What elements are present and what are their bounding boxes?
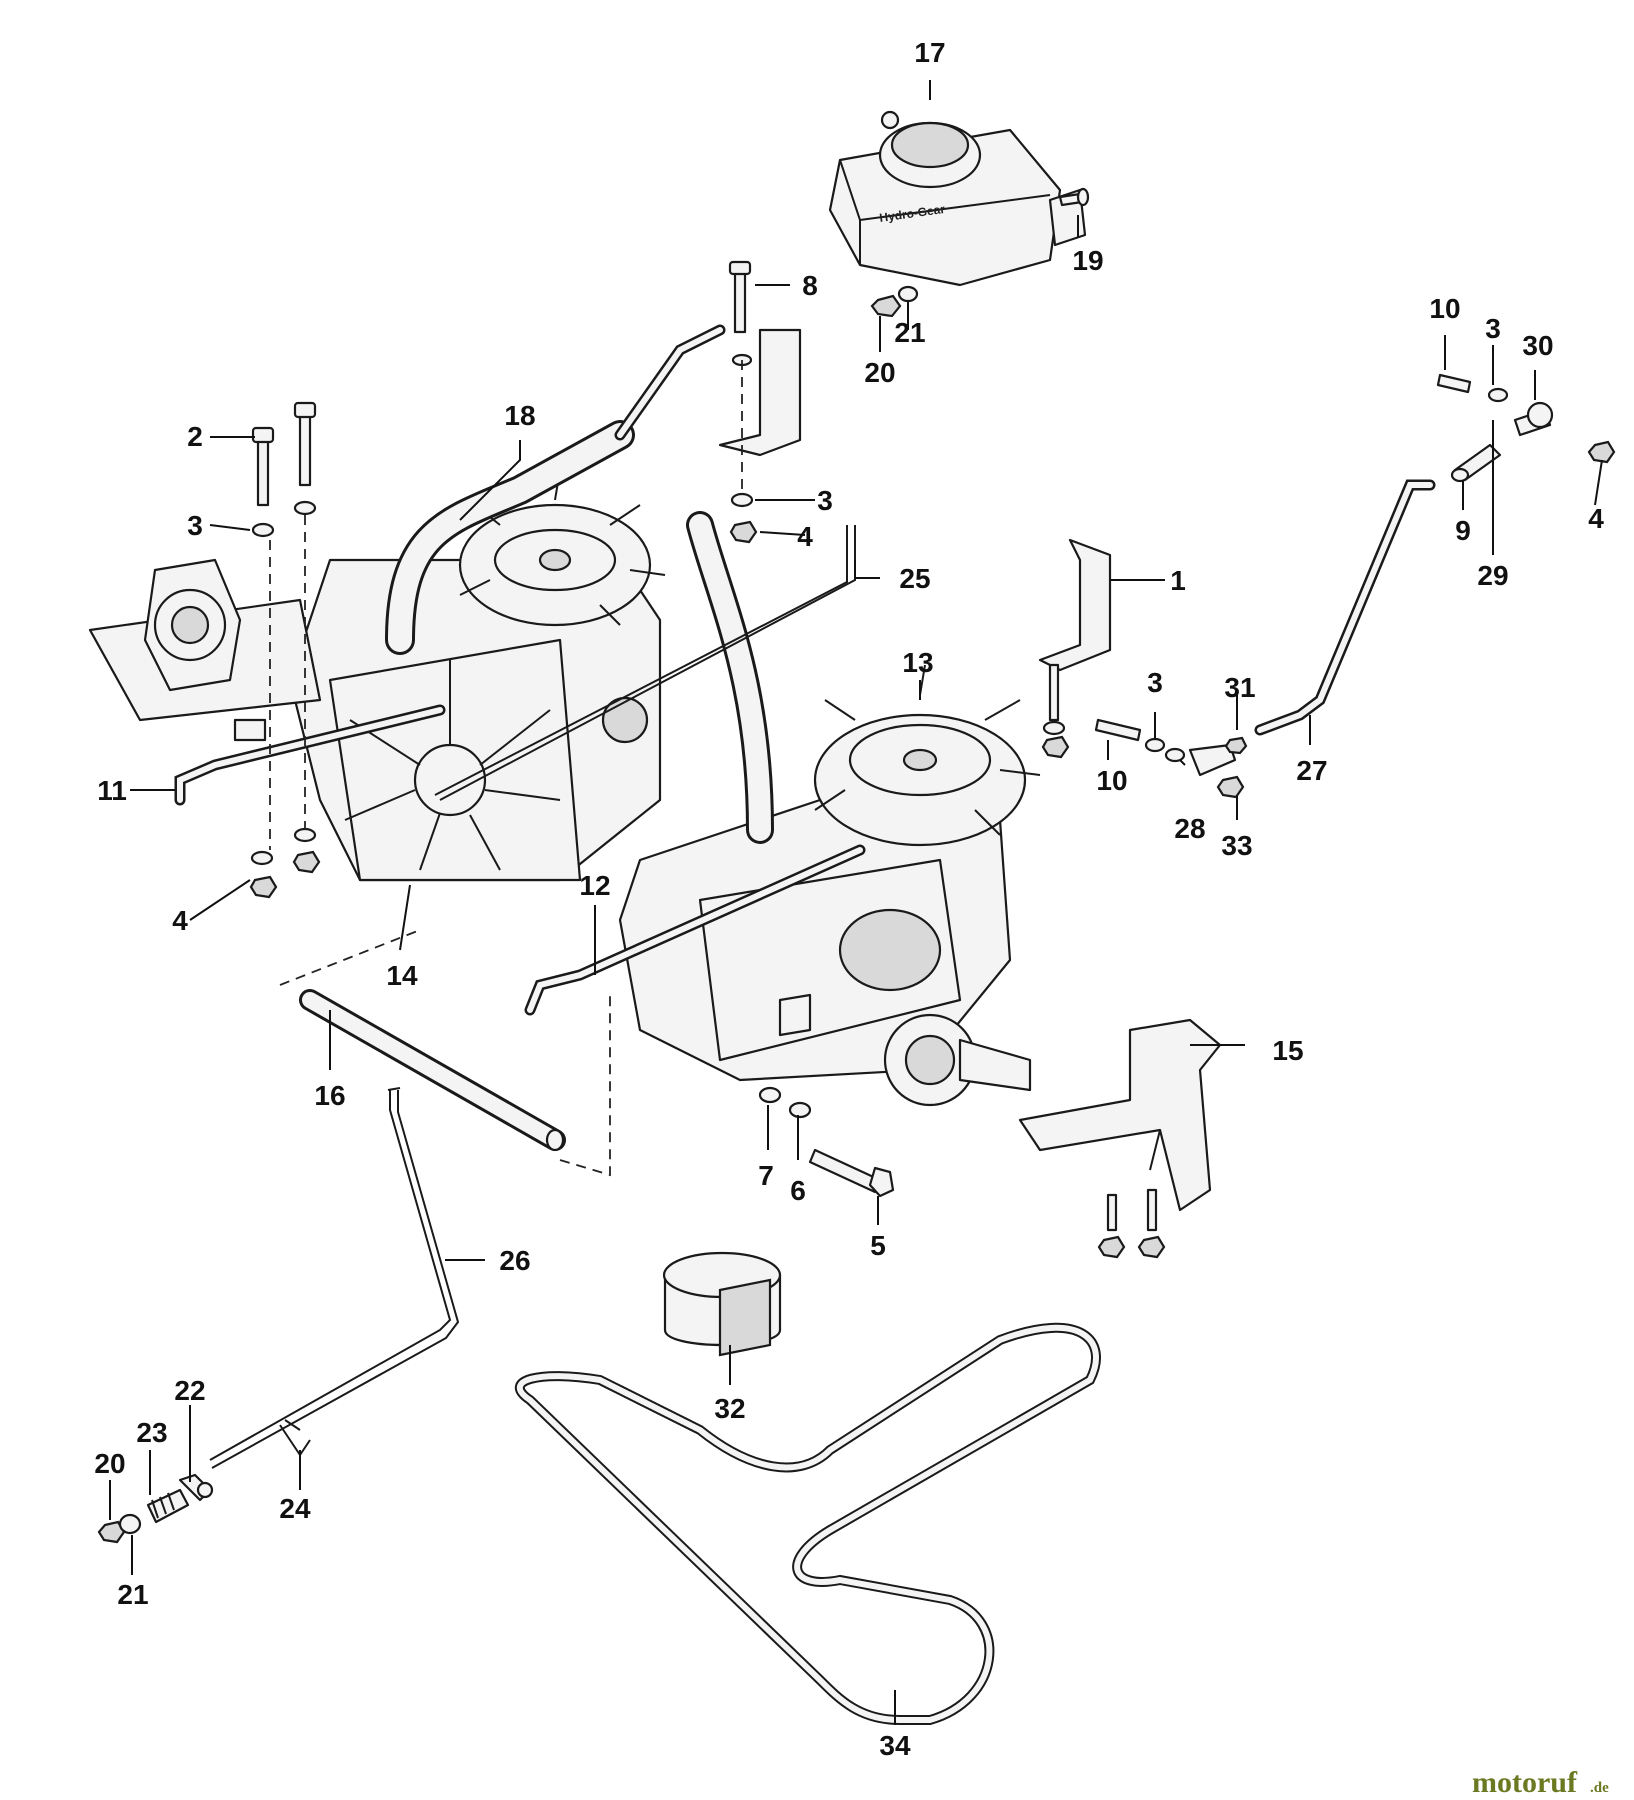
callout-23: 23 — [136, 1417, 167, 1448]
callout-5: 5 — [870, 1230, 886, 1261]
oil-filter — [662, 1251, 782, 1357]
callout-21: 21 — [894, 317, 925, 348]
dashed-lines — [269, 360, 743, 1177]
callout-32: 32 — [714, 1393, 745, 1424]
callout-2: 2 — [187, 421, 203, 452]
hose-vertical — [686, 511, 774, 844]
callout-10-right: 10 — [1429, 293, 1460, 324]
callout-19: 19 — [1072, 245, 1103, 276]
callout-29: 29 — [1477, 560, 1508, 591]
callout-26: 26 — [499, 1245, 530, 1276]
bolt-2b — [293, 401, 317, 516]
callout-3-middle: 3 — [1147, 667, 1163, 698]
callout-15: 15 — [1272, 1035, 1303, 1066]
transmission-left — [88, 558, 662, 882]
callout-13: 13 — [902, 647, 933, 678]
rod-25 — [434, 525, 856, 801]
rod-26 — [209, 1087, 460, 1469]
callout-20: 20 — [864, 357, 895, 388]
pipe-16 — [299, 989, 566, 1152]
rod-12 — [524, 844, 866, 1016]
callout-labels: 17 19 20 21 8 18 2 3 3 4 25 1 10 3 30 4 … — [94, 37, 1604, 1761]
linkage-30 — [1436, 373, 1616, 483]
callout-16: 16 — [314, 1080, 345, 1111]
watermark-name: motoruf — [1472, 1766, 1578, 1799]
callout-25: 25 — [899, 563, 930, 594]
rod-27 — [1254, 479, 1436, 736]
bolt-19 — [1058, 187, 1090, 207]
rod-11 — [174, 704, 446, 806]
clip-24 — [279, 1419, 311, 1457]
callout-30: 30 — [1522, 330, 1553, 361]
nut-20-top — [870, 285, 919, 318]
callout-8: 8 — [802, 270, 818, 301]
callout-10-middle: 10 — [1096, 765, 1127, 796]
callout-9: 9 — [1455, 515, 1471, 546]
watermark-suffix: .de — [1590, 1780, 1609, 1796]
callout-34: 34 — [879, 1730, 911, 1761]
callout-33: 33 — [1221, 830, 1252, 861]
callout-24: 24 — [279, 1493, 311, 1524]
callout-18: 18 — [504, 400, 535, 431]
callout-22: 22 — [174, 1375, 205, 1406]
callout-4-upper: 4 — [797, 521, 813, 552]
callout-27: 27 — [1296, 755, 1327, 786]
callout-12: 12 — [579, 870, 610, 901]
leader-lines — [109, 80, 1603, 1725]
nut-20-washer-21-bottom — [97, 1513, 142, 1544]
callout-3-left: 3 — [187, 510, 203, 541]
cooling-fan-right — [813, 664, 1041, 847]
callout-17: 17 — [914, 37, 945, 68]
callout-28: 28 — [1174, 813, 1205, 844]
cooling-fan-left — [458, 469, 666, 627]
oil-reservoir: Hydro-Gear — [828, 110, 1087, 287]
bracket-15 — [1018, 1018, 1222, 1259]
bracket-upper — [718, 328, 802, 544]
callout-4-right: 4 — [1588, 503, 1604, 534]
bolt-2 — [251, 426, 275, 538]
callout-31: 31 — [1224, 672, 1255, 703]
watermark-motoruf: motoruf .de — [1472, 1766, 1609, 1799]
callout-1: 1 — [1170, 565, 1186, 596]
end-22 — [178, 1473, 214, 1502]
callout-6: 6 — [790, 1175, 806, 1206]
hose-18 — [385, 324, 726, 655]
nuts-left-lower — [249, 827, 321, 899]
bracket-1 — [1038, 538, 1112, 759]
linkage-28 — [1094, 718, 1248, 799]
transmission-right — [618, 798, 1032, 1107]
callout-21-lower: 21 — [117, 1579, 148, 1610]
callout-14: 14 — [386, 960, 418, 991]
callout-11: 11 — [97, 775, 127, 806]
callout-4-lower: 4 — [172, 905, 188, 936]
callout-20-lower: 20 — [94, 1448, 125, 1479]
callout-7: 7 — [758, 1160, 774, 1191]
spring-23 — [146, 1488, 190, 1524]
callout-3-right: 3 — [1485, 313, 1501, 344]
bolt-8 — [728, 260, 752, 334]
callout-3-upper: 3 — [817, 485, 833, 516]
bolt-5 — [758, 1086, 895, 1198]
drive-belt — [514, 1322, 1101, 1725]
